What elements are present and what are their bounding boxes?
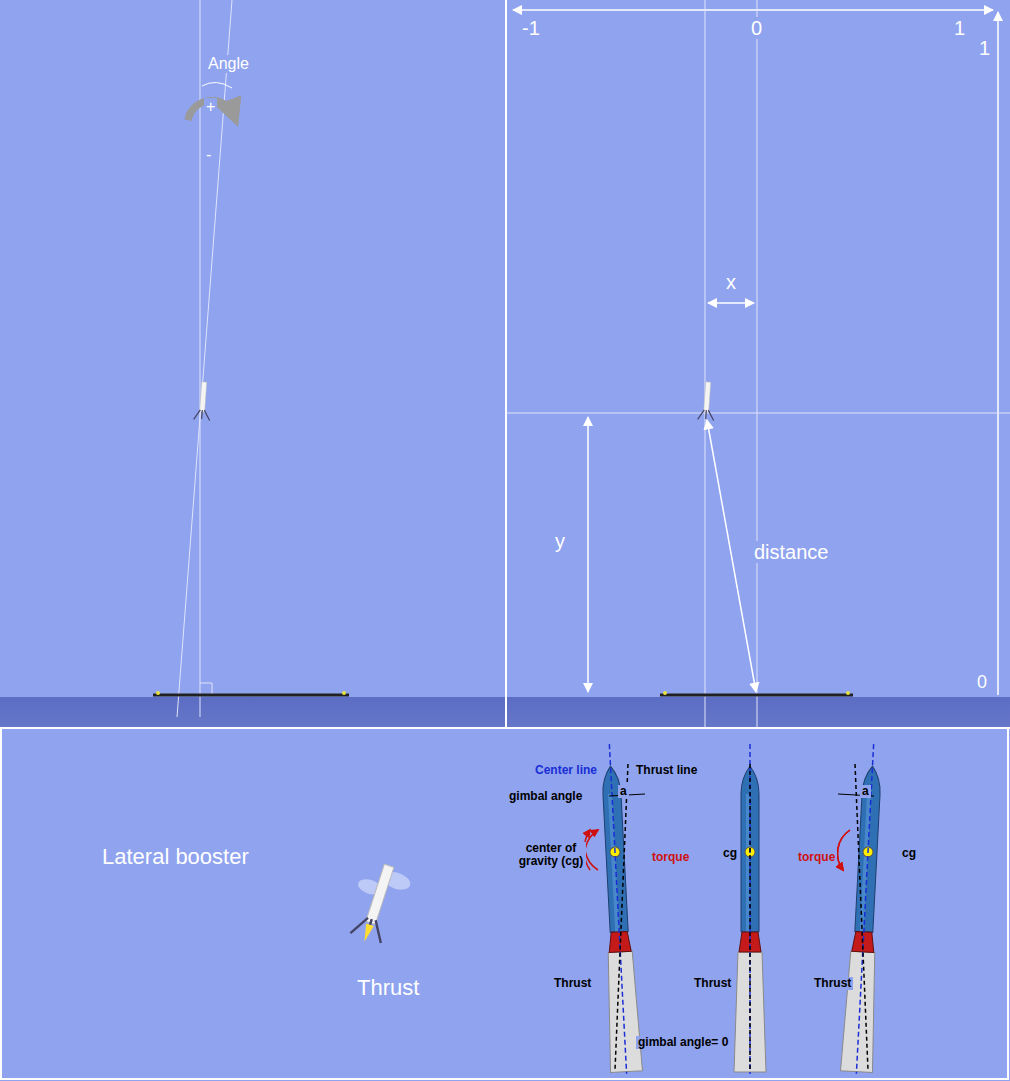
panel-title: Lateral booster — [100, 845, 251, 869]
dimension-label: y — [553, 530, 567, 552]
rocket-small — [698, 381, 717, 420]
rocket-small — [194, 381, 213, 420]
torque-label: torque — [796, 851, 837, 864]
landing-pad — [153, 694, 349, 697]
bottom-panel — [0, 728, 1010, 1079]
lateral-booster-rocket — [342, 858, 414, 950]
x-axis — [513, 9, 993, 11]
line-label: Thrust line — [634, 764, 699, 777]
axis-tick: -1 — [520, 17, 542, 39]
thrust-label: Thrust — [355, 976, 421, 1000]
left-panel — [0, 0, 506, 727]
rocket-gimbal-left — [593, 743, 642, 1074]
angle-symbol: a — [860, 785, 871, 798]
cg-label: center of gravity (cg) — [516, 842, 586, 868]
angle-label: gimbal angle — [507, 790, 584, 803]
thrust-label: Thrust — [552, 977, 593, 990]
landing-pad — [660, 694, 853, 697]
dimension-label: x — [724, 271, 738, 293]
thrust-label: Thrust — [692, 977, 733, 990]
rocket-gimbal-right — [840, 743, 889, 1074]
thrust-line — [855, 764, 868, 1070]
angle-symbol: a — [618, 785, 629, 798]
sign-label: - — [204, 146, 213, 164]
right-panel — [506, 0, 1010, 727]
axis-tick: 1 — [977, 37, 992, 59]
angle-label: Angle — [206, 55, 251, 73]
cg-label: cg — [721, 847, 739, 860]
y-dimension — [587, 417, 589, 692]
ground — [507, 697, 1010, 727]
axis-tick: 0 — [749, 17, 764, 39]
x-dimension — [708, 302, 754, 304]
thrust-label: Thrust — [812, 977, 853, 990]
ground — [0, 697, 506, 727]
divider — [505, 0, 507, 727]
torque-label: torque — [650, 851, 691, 864]
line-label: Center line — [533, 764, 599, 777]
dimension-label: distance — [752, 541, 831, 563]
axis-tick: 1 — [952, 17, 967, 39]
axis-tick: 0 — [975, 673, 989, 693]
distance-line — [707, 420, 756, 692]
y-axis — [997, 12, 999, 695]
right-angle-mark — [200, 683, 212, 695]
angle-label: gimbal angle= 0 — [636, 1036, 730, 1049]
cg-label: cg — [900, 847, 918, 860]
rocket-gimbal-zero — [734, 744, 766, 1074]
sign-label: + — [204, 98, 217, 116]
thrust-line — [615, 764, 628, 1070]
